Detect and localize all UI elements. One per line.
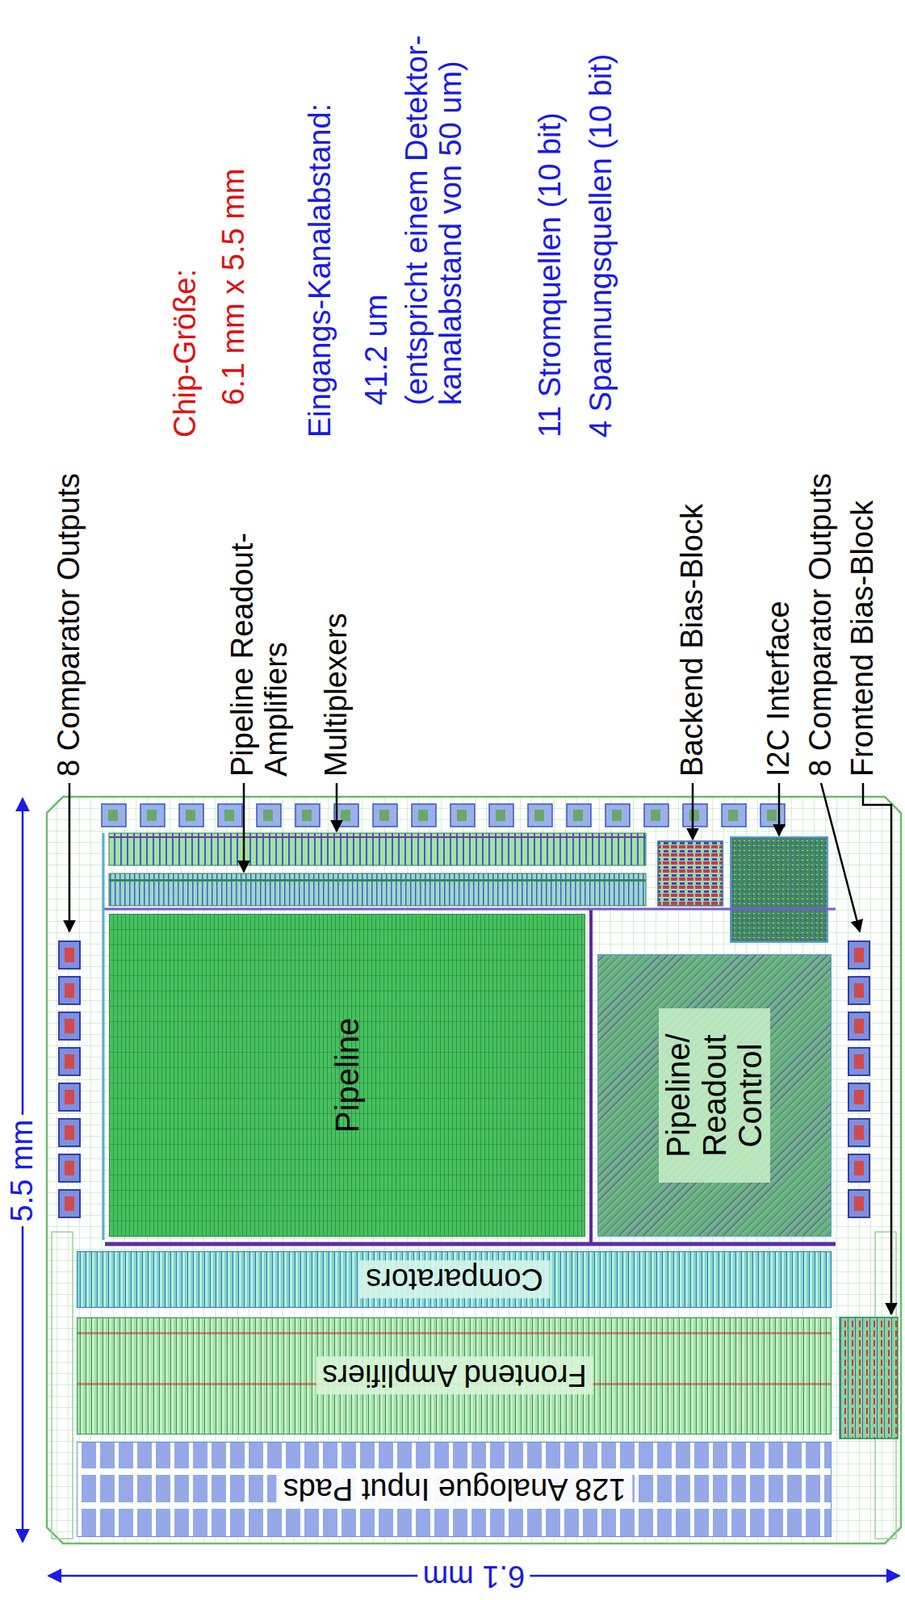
bus-wire — [104, 1242, 836, 1247]
dimension-label: 5.5 mm — [5, 1114, 40, 1228]
pipeline-block: Pipeline — [108, 913, 586, 1237]
chip-die — [46, 796, 901, 1544]
leader-lines — [69, 783, 892, 1315]
callout-label: Pipeline Readout- Amplifiers — [226, 502, 294, 777]
leader-line — [863, 783, 892, 1315]
pad-frame — [51, 1231, 73, 1539]
amplifier-band: Frontend Amplifiers — [76, 1317, 832, 1435]
comparator-band: Comparators — [76, 1251, 832, 1308]
block-label: Comparators — [359, 1261, 550, 1299]
spec-value: 41.2 um — [360, 294, 394, 406]
spec-note: 11 Stromquellen (10 bit) — [533, 112, 568, 438]
comparator-output-pads — [847, 936, 871, 1221]
spec-value: 6.1 mm x 5.5 mm — [217, 168, 252, 407]
callout-label: Backend Bias-Block — [675, 503, 710, 777]
readout-amplifier-band — [108, 873, 646, 906]
leader-line — [243, 783, 246, 872]
callout-label: 8 Comparator Outputs — [804, 473, 838, 777]
block-label: Frontend Amplifiers — [315, 1357, 593, 1396]
spec-note: Eingangs-Kanalabstand: — [303, 103, 338, 438]
multiplexer-band — [108, 833, 646, 866]
dimension-label: 6.1 mm — [418, 1558, 531, 1593]
callout-label: Frontend Bias-Block — [846, 500, 880, 777]
callout-label: Multiplexers — [319, 612, 354, 777]
block-label: Pipeline/ Readout Control — [658, 1008, 771, 1183]
leader-line — [691, 783, 695, 840]
block-label: Pipeline — [327, 1011, 368, 1140]
input-pad-row: 128 Analogue Input Pads — [76, 1441, 832, 1538]
block-label: 128 Analogue Input Pads — [276, 1470, 633, 1509]
supply-pads — [96, 800, 795, 830]
spec-note: (entspricht einem Detektor- kanalabstand… — [400, 9, 469, 406]
leader-line — [68, 783, 72, 932]
spec-note: 4 Spannungsquellen (10 bit) — [584, 54, 619, 438]
spec-note: Chip-Größe: — [168, 268, 203, 438]
callout-label: 8 Comparator Outputs — [52, 473, 87, 777]
leader-line — [335, 783, 339, 832]
backend-bias-block — [657, 841, 723, 906]
comparator-output-pads — [58, 936, 81, 1221]
frontend-bias-block — [839, 1317, 898, 1439]
leader-line — [821, 783, 860, 932]
control-block: Pipeline/ Readout Control — [597, 954, 832, 1237]
bus-wire — [589, 909, 593, 1245]
leader-line — [778, 783, 781, 836]
callout-label: I2C Interface — [762, 600, 797, 777]
bus-wire — [103, 908, 836, 911]
i2c-block — [730, 837, 828, 943]
bus-wire — [102, 833, 105, 1241]
